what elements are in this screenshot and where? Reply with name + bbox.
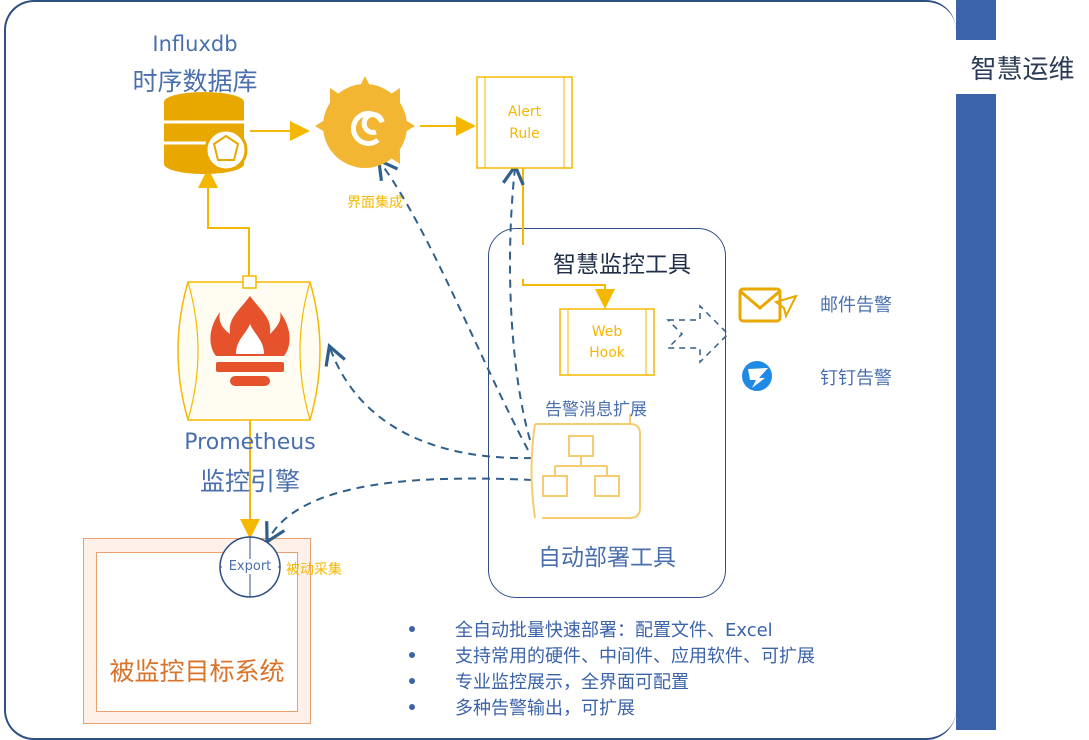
deploy-to-grafana-dashed-arrow [376, 157, 529, 451]
feature-item: 支持常用的硬件、中间件、应用软件、可扩展 [405, 642, 945, 668]
passive-collect-label: 被动采集 [286, 562, 342, 578]
webhook-line2: Hook [589, 345, 625, 361]
feature-text: 多种告警输出，可扩展 [455, 698, 635, 719]
right-accent-bar [956, 0, 996, 730]
deploy-tool-label: 自动部署工具 [538, 545, 676, 571]
mail-icon [738, 287, 798, 323]
alert-rule-box [476, 76, 573, 169]
dingtalk-alert-label: 钉钉告警 [820, 368, 892, 389]
message-extension-label: 告警消息扩展 [545, 400, 647, 420]
tool-box-title: 智慧监控工具 [522, 245, 722, 279]
deploy-to-alert-dashed-arrow [502, 162, 531, 441]
prometheus-to-db-arrow [198, 168, 250, 276]
alert-rule-line2: Rule [509, 126, 540, 142]
mail-alert-label: 邮件告警 [820, 295, 892, 316]
grafana-label: 界面集成 [347, 195, 403, 211]
bullet-dot [409, 678, 415, 684]
feature-item: 多种告警输出，可扩展 [405, 694, 945, 720]
webhook-line1: Web [591, 324, 623, 340]
prometheus-flame-icon [210, 296, 290, 386]
dingtalk-icon [742, 361, 772, 391]
alert-to-webhook-arrow [522, 168, 615, 309]
bullet-dot [409, 704, 415, 710]
prometheus-subtitle: 监控引擎 [199, 467, 300, 496]
target-system-label: 被监控目标系统 [109, 657, 285, 686]
deploy-to-prometheus-dashed-arrow [324, 343, 533, 460]
feature-text: 支持常用的硬件、中间件、应用软件、可扩展 [455, 646, 815, 667]
feature-text: 全自动批量快速部署：配置文件、Excel [455, 620, 773, 641]
export-label: Export [222, 559, 278, 574]
feature-text: 专业监控展示，全界面可配置 [455, 672, 689, 693]
feature-list: 全自动批量快速部署：配置文件、Excel 支持常用的硬件、中间件、应用软件、可扩… [405, 616, 945, 720]
deploy-to-export-dashed-arrow [265, 477, 533, 545]
feature-item: 专业监控展示，全界面可配置 [405, 668, 945, 694]
alert-rule-line1: Alert [507, 104, 542, 120]
webhook-box [559, 308, 655, 376]
feature-item: 全自动批量快速部署：配置文件、Excel [405, 616, 945, 642]
influxdb-label: Influxdb [152, 32, 238, 56]
webhook-out-arrow [666, 304, 730, 364]
grafana-icon [315, 76, 415, 168]
bullet-dot [409, 652, 415, 658]
side-label: 智慧运维 [956, 40, 1089, 94]
influxdb-subtitle: 时序数据库 [132, 67, 258, 96]
prometheus-label: Prometheus [184, 430, 316, 455]
database-icon [164, 92, 248, 174]
deploy-tool-icon [530, 414, 641, 519]
bullet-dot [409, 626, 415, 632]
